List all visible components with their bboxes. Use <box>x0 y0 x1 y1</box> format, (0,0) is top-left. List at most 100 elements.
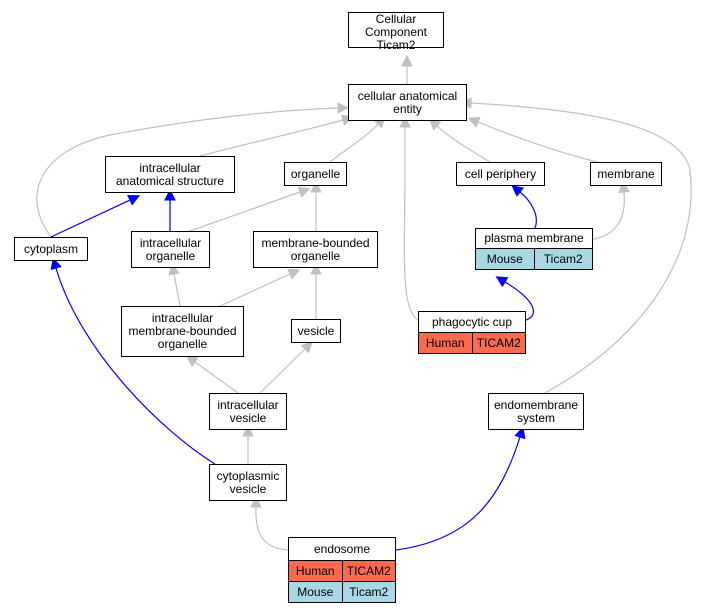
edge-arrowhead <box>399 115 411 128</box>
node-imbo[interactable]: intracellular membrane-bounded organelle <box>121 306 244 357</box>
edge-line <box>504 281 535 321</box>
edge-line <box>403 127 419 321</box>
edge-arrowhead <box>495 276 509 288</box>
node-mbo[interactable]: membrane-bounded organelle <box>253 231 378 268</box>
node-membrane[interactable]: membrane <box>590 162 662 186</box>
edge-line <box>470 102 692 394</box>
node-endomem[interactable]: endomembrane system <box>488 393 584 430</box>
edge-arrowhead <box>514 426 526 440</box>
edge-line <box>395 436 521 551</box>
species-cell: Human <box>289 561 342 581</box>
node-label: cytoplasmic vesicle <box>216 468 280 496</box>
node-label: plasma membrane <box>484 231 584 245</box>
edges-layer <box>36 54 692 551</box>
edge-line <box>189 191 301 232</box>
species-cell: Human <box>419 333 472 353</box>
edge-arrowhead <box>50 257 62 271</box>
edge-phago-to-cae <box>399 115 419 321</box>
edge-line <box>589 191 625 241</box>
node-label: intracellular vesicle <box>217 397 279 425</box>
edge-intraorg-to-organelle <box>189 186 311 232</box>
node-label: cytoplasm <box>23 241 79 256</box>
node-cae[interactable]: cellular anatomical entity <box>348 84 467 121</box>
edge-iv-to-vesicle <box>259 341 313 394</box>
node-iv[interactable]: intracellular vesicle <box>209 393 287 430</box>
gene-cell: Ticam2 <box>341 582 395 602</box>
edge-cytoplasm-to-ias <box>50 194 141 238</box>
edge-arrowhead <box>127 194 141 206</box>
edge-arrowhead <box>297 186 311 198</box>
node-label: endomembrane system <box>493 397 579 425</box>
edge-imbo-to-intraorg <box>168 263 181 307</box>
edge-line <box>36 107 339 238</box>
node-ias[interactable]: intracellular anatomical structure <box>105 156 235 193</box>
edge-line <box>194 361 239 394</box>
edge-arrowhead <box>337 102 350 114</box>
edge-cae-to-root <box>401 54 413 84</box>
edge-arrowhead <box>511 185 525 197</box>
edge-arrowhead <box>310 180 322 193</box>
edge-arrowhead <box>310 262 322 275</box>
edge-iv-to-imbo <box>185 355 239 394</box>
edge-line <box>477 121 598 163</box>
node-label: intracellular anatomical structure <box>115 160 225 188</box>
node-cytovesicle[interactable]: cytoplasmic vesicle <box>209 464 287 501</box>
node-label: organelle <box>290 166 341 181</box>
node-label: cellular anatomical entity <box>357 88 458 116</box>
gene-cell: TICAM2 <box>341 561 395 581</box>
edge-line <box>50 199 131 238</box>
node-label: phagocytic cup <box>431 314 513 329</box>
edge-intraorg-to-ias <box>164 188 176 231</box>
edge-line <box>255 506 289 551</box>
edge-arrowhead <box>618 180 630 194</box>
edge-line <box>199 119 344 157</box>
node-label: intracellular organelle <box>139 235 202 263</box>
node-label: membrane <box>597 166 655 181</box>
edge-arrowhead <box>242 424 254 437</box>
gene-cell: Ticam2 <box>533 249 592 269</box>
node-label: cell periphery <box>464 166 537 181</box>
edge-arrowhead <box>164 188 176 201</box>
species-cell: Mouse <box>289 582 342 602</box>
edge-line <box>329 123 379 163</box>
edge-phago-to-pm <box>495 276 535 321</box>
edge-cytovesicle-to-cytoplasm <box>50 257 216 465</box>
node-organelle[interactable]: organelle <box>284 162 347 186</box>
edge-arrowhead <box>300 341 313 354</box>
node-label: intracellular membrane-bounded organelle <box>128 311 237 351</box>
edge-line <box>259 348 306 394</box>
edge-line <box>436 125 491 163</box>
gene-cell: TICAM2 <box>471 333 525 353</box>
edge-arrowhead <box>185 355 199 368</box>
node-label: membrane-bounded organelle <box>261 235 370 263</box>
node-label: Cellular Component Ticam2 <box>364 12 428 52</box>
node-cellperiph[interactable]: cell periphery <box>456 162 545 186</box>
edge-arrowhead <box>287 268 301 280</box>
edge-mbo-to-organelle <box>310 180 322 231</box>
edge-line <box>219 273 291 307</box>
node-label: vesicle <box>297 323 335 338</box>
node-cytoplasm[interactable]: cytoplasm <box>14 237 88 261</box>
edge-arrowhead <box>401 54 413 67</box>
edge-line <box>55 267 216 465</box>
node-intraorg[interactable]: intracellular organelle <box>131 231 210 268</box>
edge-imbo-to-mbo <box>219 268 301 307</box>
edge-endosome-to-endomem <box>395 426 526 551</box>
node-root[interactable]: Cellular Component Ticam2 <box>348 12 444 52</box>
edge-line <box>519 191 537 229</box>
edge-vesicle-to-mbo <box>310 262 322 319</box>
node-vesicle[interactable]: vesicle <box>291 319 341 343</box>
node-label: endosome <box>313 541 371 556</box>
edge-pm-to-membrane <box>589 180 630 241</box>
edge-membrane-to-cae <box>467 116 598 163</box>
edge-endosome-to-cytovesicle <box>250 495 289 551</box>
